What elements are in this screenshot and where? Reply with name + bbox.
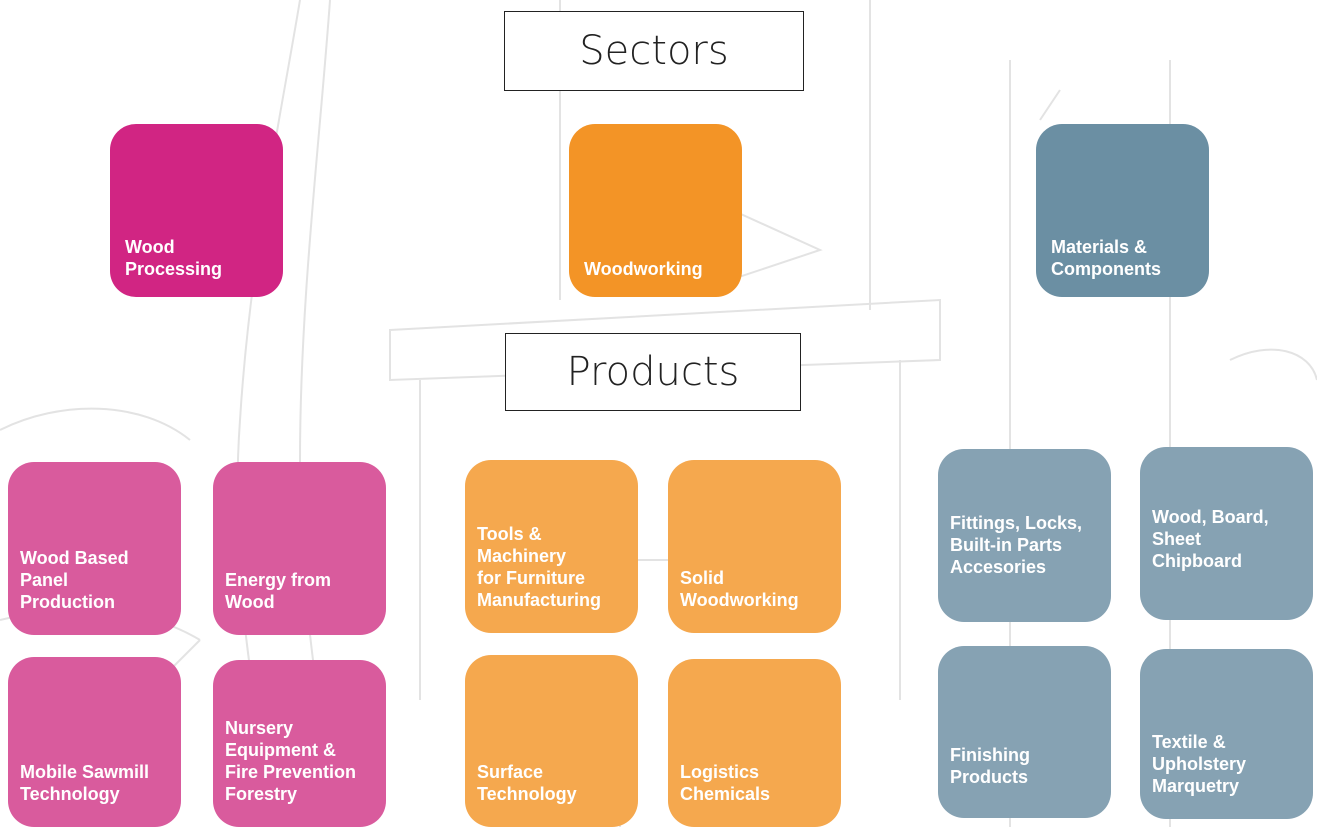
product-label: Energy from Wood	[225, 570, 332, 612]
product-label: Fittings, Locks, Built-in Parts Accesori…	[950, 513, 1083, 577]
product-wood-based-panel[interactable]: Wood Based Panel Production	[8, 462, 181, 635]
product-label: Wood, Board, Sheet Chipboard	[1152, 507, 1269, 571]
product-label: Surface Technology	[477, 762, 577, 804]
sector-materials-components[interactable]: Materials & Components	[1036, 124, 1209, 297]
product-label: Mobile Sawmill Technology	[20, 762, 150, 804]
product-energy-from-wood[interactable]: Energy from Wood	[213, 462, 386, 635]
sector-wood-processing[interactable]: Wood Processing	[110, 124, 283, 297]
product-tools-machinery[interactable]: Tools & Machinery for Furniture Manufact…	[465, 460, 638, 633]
product-fittings-locks[interactable]: Fittings, Locks, Built-in Parts Accesori…	[938, 449, 1111, 622]
product-mobile-sawmill[interactable]: Mobile Sawmill Technology	[8, 657, 181, 827]
product-surface-technology[interactable]: Surface Technology	[465, 655, 638, 827]
products-heading: Products	[505, 333, 801, 411]
product-nursery-equipment[interactable]: Nursery Equipment & Fire Prevention Fore…	[213, 660, 386, 827]
sector-woodworking[interactable]: Woodworking	[569, 124, 742, 297]
product-wood-board-sheet[interactable]: Wood, Board, Sheet Chipboard	[1140, 447, 1313, 620]
product-label: Finishing Products	[950, 745, 1030, 787]
product-label: Nursery Equipment & Fire Prevention Fore…	[225, 718, 357, 804]
product-solid-woodworking[interactable]: Solid Woodworking	[668, 460, 841, 633]
sectors-heading: Sectors	[504, 11, 804, 91]
sector-label: Wood Processing	[125, 237, 223, 279]
sector-label: Materials & Components	[1051, 237, 1161, 279]
product-label: Tools & Machinery for Furniture Manufact…	[477, 524, 601, 610]
product-label: Solid Woodworking	[680, 568, 799, 610]
product-finishing-products[interactable]: Finishing Products	[938, 646, 1111, 818]
product-label: Logistics Chemicals	[680, 762, 771, 804]
product-label: Wood Based Panel Production	[20, 548, 129, 612]
sector-label: Woodworking	[584, 259, 703, 279]
product-textile-upholstery[interactable]: Textile & Upholstery Marquetry	[1140, 649, 1313, 819]
product-logistics-chemicals[interactable]: Logistics Chemicals	[668, 659, 841, 827]
product-label: Textile & Upholstery Marquetry	[1152, 732, 1247, 796]
